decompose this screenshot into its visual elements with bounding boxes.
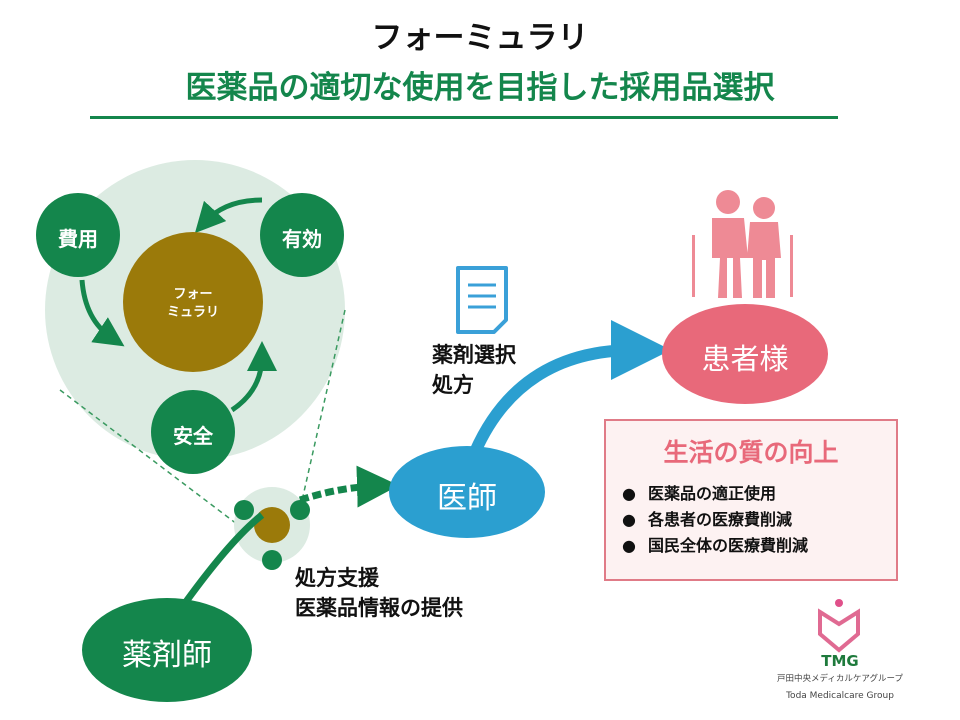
- outcome-title: 生活の質の向上: [663, 438, 839, 467]
- pharmacist-label: 薬剤師: [122, 638, 212, 673]
- label-line: 処方: [432, 373, 474, 397]
- logo-mark-text: TMG: [821, 652, 859, 670]
- logo-name-en: Toda Medicalcare Group: [786, 691, 894, 701]
- title-divider: [90, 116, 838, 119]
- doctor-ellipse: [389, 446, 545, 538]
- cycle-arrow: [230, 341, 277, 413]
- pharmacist-to-doctor-label: 処方支援 医薬品情報の提供: [295, 563, 463, 623]
- label-line: 医薬品情報の提供: [295, 596, 463, 620]
- cycle-arrow: [79, 279, 125, 347]
- doctor-label: 医師: [437, 481, 497, 516]
- label-line: 処方支援: [295, 566, 379, 590]
- formulary-center-circle: [123, 232, 263, 372]
- cycle-arrow: [194, 197, 263, 234]
- label-line: 薬剤選択: [432, 343, 516, 367]
- outcome-item: ● 国民全体の医療費削減: [622, 533, 896, 559]
- arrow-pharmacist-to-doctor: [298, 465, 399, 508]
- elderly-couple-icon: [692, 190, 793, 298]
- formulary-label-line: フォー: [173, 287, 213, 302]
- formulary-label-line: ミュラリ: [166, 305, 219, 320]
- doctor-to-patient-label: 薬剤選択 処方: [432, 340, 516, 400]
- slide-title: フォーミュラリ: [371, 20, 589, 56]
- outcome-item: ● 各患者の医療費削減: [622, 507, 896, 533]
- outcome-item-text: 各患者の医療費削減: [648, 510, 793, 529]
- mini-node: [262, 550, 282, 570]
- slide-subtitle: 医薬品の適切な使用を目指した採用品選択: [185, 70, 775, 106]
- cycle-node-safety-label: 安全: [173, 424, 213, 448]
- mini-node: [290, 500, 310, 520]
- arrow-pharmacist-to-doctor: [177, 512, 265, 613]
- outcome-item-text: 国民全体の医療費削減: [648, 536, 809, 555]
- outcome-item: ● 医薬品の適正使用: [622, 481, 896, 507]
- document-icon: [456, 266, 508, 334]
- cycle-node-cost-label: 費用: [58, 227, 98, 251]
- bullet-icon: ●: [622, 510, 636, 529]
- bullet-icon: ●: [622, 484, 636, 503]
- logo-name-jp: 戸田中央メディカルケアグループ: [777, 674, 903, 684]
- outcome-item-text: 医薬品の適正使用: [648, 484, 777, 503]
- cycle-node-cost: [36, 193, 120, 277]
- patient-label: 患者様: [701, 342, 789, 376]
- tmg-logo-mark: [818, 599, 860, 653]
- arrow-doctor-to-patient: [469, 320, 671, 455]
- zoom-guide-line: [59, 389, 259, 541]
- cycle-node-safety: [151, 390, 235, 474]
- bullet-icon: ●: [622, 536, 636, 555]
- cycle-node-efficacy: [260, 193, 344, 277]
- pharmacist-ellipse: [82, 598, 252, 702]
- mini-formulary-circle: [254, 507, 290, 543]
- mini-node: [234, 500, 254, 520]
- patient-ellipse: [662, 304, 828, 404]
- formulary-center-label: フォー ミュラリ: [123, 286, 263, 322]
- outcome-list: ● 医薬品の適正使用 ● 各患者の医療費削減 ● 国民全体の医療費削減: [606, 481, 896, 559]
- cycle-node-efficacy-label: 有効: [282, 227, 322, 251]
- outcome-box: 生活の質の向上 ● 医薬品の適正使用 ● 各患者の医療費削減 ● 国民全体の医療費削減: [604, 419, 898, 581]
